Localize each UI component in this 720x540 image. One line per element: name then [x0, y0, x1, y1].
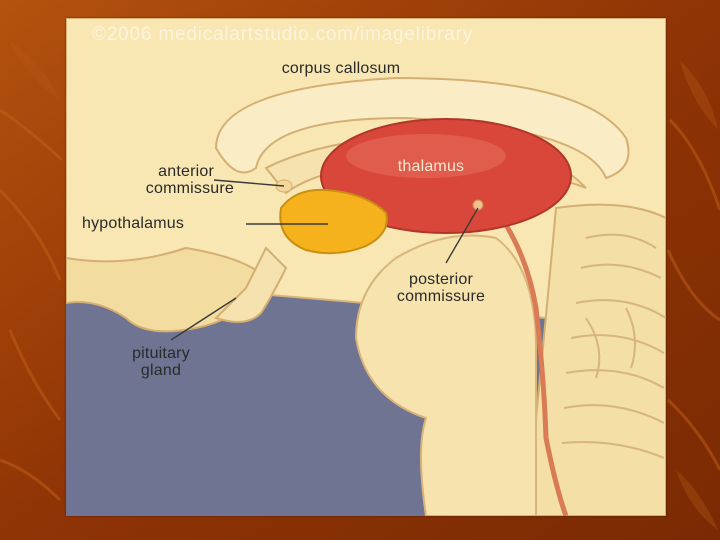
label-anterior-commissure-line2: commissure — [86, 181, 234, 197]
label-corpus-callosum: corpus callosum — [246, 61, 436, 77]
watermark-text: ©2006 medicalartstudio.com/imagelibrary — [92, 24, 473, 46]
label-posterior-commissure-line1: posterior — [366, 272, 516, 288]
brain-illustration: ©2006 medicalartstudio.com/imagelibrary … — [66, 18, 666, 516]
label-posterior-commissure-line2: commissure — [366, 289, 516, 305]
brain-sagittal-section — [66, 18, 666, 516]
label-anterior-commissure-line1: anterior — [96, 164, 214, 180]
label-thalamus: thalamus — [366, 159, 496, 175]
label-pituitary-gland-line1: pituitary — [106, 346, 216, 362]
label-hypothalamus: hypothalamus — [82, 216, 184, 232]
label-pituitary-gland-line2: gland — [106, 363, 216, 379]
